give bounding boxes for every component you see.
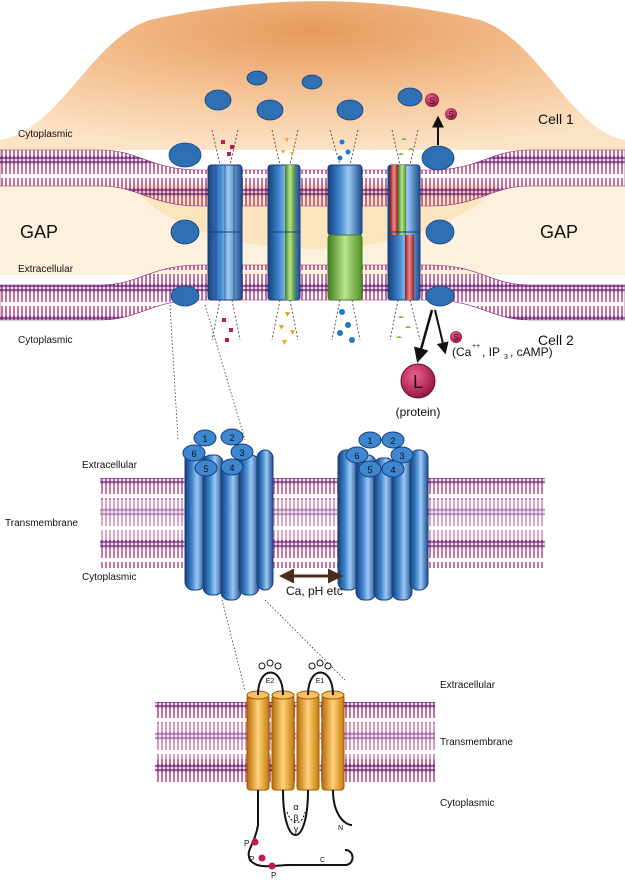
c-terminus-label: C — [320, 857, 325, 864]
top-panel: S S S L (protein) Cell 1 Cell 2 Cytoplas… — [0, 1, 625, 441]
gap-left-label: GAP — [20, 222, 58, 242]
subunit-label-5: 5 — [203, 464, 208, 474]
subunit-label-2: 2 — [229, 433, 234, 443]
extracellular-top-label: Extracellular — [18, 264, 74, 275]
channel-cones — [211, 129, 421, 341]
subunit-label-2b: 2 — [390, 436, 395, 446]
subunit-label-4: 4 — [229, 463, 234, 473]
gap-junction-channel-2 — [267, 164, 301, 301]
cell1-label: Cell 1 — [538, 111, 574, 127]
loop-e2-label: E2 — [266, 678, 275, 685]
connexon-extracellular-label: Extracellular — [82, 460, 138, 471]
phospho-label-1: P — [244, 839, 249, 848]
disulfide-circles — [258, 659, 332, 670]
second-messengers-sup: ++ — [472, 343, 480, 350]
loop-e1-label: E1 — [316, 678, 325, 685]
cell2-membrane — [0, 264, 625, 321]
connexon-transmembrane-label: Transmembrane — [5, 518, 78, 529]
second-messengers-prefix: (Ca — [452, 345, 472, 359]
cell2-label: Cell 2 — [538, 332, 574, 348]
molecules-green — [396, 138, 414, 338]
second-messengers-rest: , IP — [482, 345, 500, 359]
zoom-lines-1 — [169, 304, 246, 441]
connexon-panel: 1 2 3 4 5 6 1 2 3 4 5 6 Ca, — [5, 428, 545, 691]
connexin-membrane — [155, 702, 435, 782]
gating-label: Ca, pH etc — [286, 584, 343, 598]
connexin-panel: E2 E1 P P P N C α β γ Extracellular Tran… — [155, 659, 513, 880]
ligand-protein: L (protein) — [396, 363, 441, 419]
zoom-lines-2 — [221, 599, 346, 691]
greek-beta: β — [293, 813, 298, 823]
subunit-label-5b: 5 — [367, 465, 372, 475]
connexon-closed: 1 2 3 4 5 6 — [337, 431, 429, 601]
connexon-open: 1 2 3 4 5 6 — [182, 428, 274, 601]
gap-junction-channel-4 — [387, 164, 421, 301]
signal-s-letter-2: S — [448, 110, 453, 119]
molecules-blue — [337, 139, 355, 343]
gap-right-label: GAP — [540, 222, 578, 242]
molecules-magenta — [221, 140, 234, 342]
n-terminus-label: N — [338, 825, 343, 832]
phospho-label-2: P — [249, 855, 254, 864]
signal-s-top: S S — [425, 93, 457, 145]
subunit-label-3b: 3 — [399, 451, 404, 461]
gap-junction-channel-1 — [207, 164, 243, 301]
floating-hemichannels — [168, 70, 455, 307]
ligand-letter: L — [413, 372, 423, 392]
extracellular-loops — [257, 671, 334, 696]
subunit-label-1: 1 — [202, 434, 207, 444]
signal-s-letter-1: S — [429, 96, 435, 106]
molecules-orange — [279, 138, 295, 345]
subunit-label-4b: 4 — [390, 465, 395, 475]
tm-helices — [246, 690, 345, 791]
connexin-cytoplasmic-label: Cytoplasmic — [440, 798, 494, 809]
cytoplasmic-loops — [247, 789, 354, 868]
connexin-transmembrane-label: Transmembrane — [440, 737, 513, 748]
ligand-caption: (protein) — [396, 405, 441, 419]
signal-s-bottom: S — [414, 309, 462, 363]
cytoplasmic-top-label: Cytoplasmic — [18, 129, 72, 140]
connexon-membrane — [100, 478, 545, 568]
subunit-label-6b: 6 — [354, 451, 359, 461]
phospho-sites — [251, 838, 276, 870]
connexon-cytoplasmic-label: Cytoplasmic — [82, 572, 136, 583]
subunit-label-1b: 1 — [367, 436, 372, 446]
subunit-label-6: 6 — [191, 449, 196, 459]
greek-alpha: α — [293, 802, 298, 812]
subunit-label-3: 3 — [239, 448, 244, 458]
phospho-label-3: P — [271, 871, 276, 880]
signal-s-letter-3: S — [453, 333, 458, 342]
second-messengers-sub: 3 — [504, 354, 508, 361]
connexin-extracellular-label: Extracellular — [440, 680, 496, 691]
cell1-membrane — [0, 149, 625, 207]
greek-gamma: γ — [294, 824, 299, 834]
gap-junction-channel-3 — [327, 164, 363, 301]
cytoplasmic-mid-label: Cytoplasmic — [18, 335, 72, 346]
second-messengers-label: (Ca ++ , IP 3 , cAMP) — [452, 343, 553, 361]
second-messengers-end: , cAMP) — [510, 345, 553, 359]
